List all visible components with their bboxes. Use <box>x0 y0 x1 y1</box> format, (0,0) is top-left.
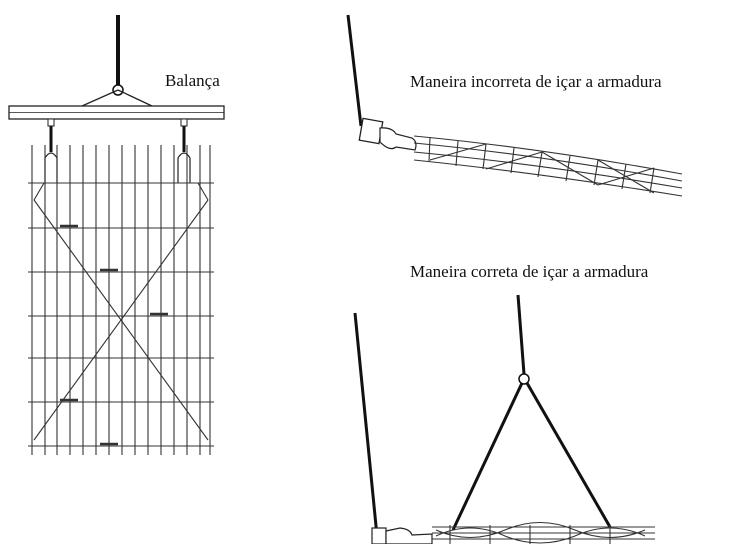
guide-cable-correct <box>353 312 379 537</box>
lifting-clamp-incorrect <box>358 117 384 145</box>
hanger-left <box>44 118 58 183</box>
label-incorrect-lift: Maneira incorreta de içar a armadura <box>410 72 662 91</box>
sling-left-b <box>117 89 153 107</box>
label-correct-lift: Maneira correta de içar a armadura <box>410 262 649 281</box>
crane-cable-incorrect <box>346 14 363 127</box>
correct-lift-assembly <box>353 294 655 544</box>
straight-rebar-cage <box>432 522 655 544</box>
lifting-clamp-correct <box>371 527 387 544</box>
vertical-cage-assembly <box>8 15 225 455</box>
hanger-right <box>177 118 191 183</box>
sling-correct-left <box>451 382 524 531</box>
sagging-rebar-cage <box>413 135 683 197</box>
crane-cable-correct <box>516 294 526 375</box>
sling-left-a <box>81 89 119 107</box>
sling-correct-right <box>525 382 612 528</box>
incorrect-lift-assembly <box>346 14 683 197</box>
label-scale-beam: Balança <box>165 71 220 90</box>
vertical-rebar-cage <box>28 145 214 455</box>
crane-hook-correct <box>518 373 530 385</box>
connector-correct <box>385 527 433 544</box>
connector-incorrect <box>379 127 417 151</box>
